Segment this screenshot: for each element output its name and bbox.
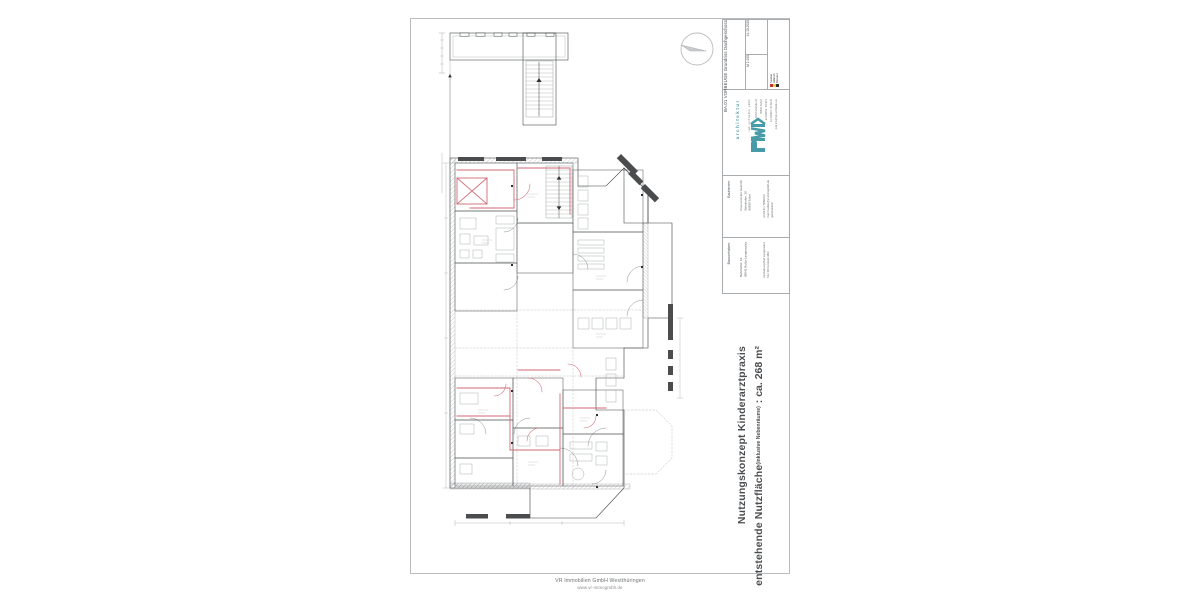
scale-cell: M 1:100 bbox=[746, 55, 767, 90]
usage-concept-caption: Nutzungskonzept Kinderarztpraxis entsteh… bbox=[736, 346, 786, 586]
bauherren-lines: Frau und Herr Heinrich Bahnhofstr. 20 99… bbox=[739, 180, 752, 211]
caption-line-2-main: entstehende Nutzfläche bbox=[753, 464, 765, 586]
rwk-logo-icon bbox=[750, 117, 766, 152]
legend-cell: Neubau Abbruch Bestand bbox=[768, 20, 789, 89]
bauherren-line-3: 99830 Erfurt bbox=[747, 194, 752, 211]
date-scale-cell: 14.10.2020 M 1:100 bbox=[746, 20, 768, 89]
title-block: BA.01 VORBEUGE Grundriss Dachgeschoss 14… bbox=[722, 19, 790, 294]
legend-item-bestand: Bestand bbox=[776, 24, 779, 87]
new-construction-lower bbox=[456, 369, 607, 485]
drawing-scale: M 1:100 bbox=[746, 54, 750, 67]
footer-company: VR Immobilien GmbH Westthüringen bbox=[555, 578, 645, 584]
plan-main-body bbox=[449, 154, 673, 519]
plan-upper-wing bbox=[448, 32, 569, 159]
door-swings bbox=[469, 217, 644, 485]
floor-plan-drawing bbox=[438, 32, 684, 527]
bauvorhaben-contact-2: Flur 08 Flurstück 36/3 bbox=[766, 251, 770, 278]
logo-word: architektur bbox=[735, 99, 740, 140]
dimension-chains bbox=[442, 162, 684, 527]
room-label-marks bbox=[477, 193, 607, 466]
logo-address-3: tel 036923 / 80 88 0 bbox=[765, 99, 768, 121]
architect-logo-block: architektur rwk architektur gmbh Bahnhof… bbox=[723, 90, 789, 176]
page-footer: VR Immobilien GmbH Westthüringen www.vr-… bbox=[0, 578, 1200, 590]
bauherren-contact-3: gerd.heinrich bbox=[770, 201, 774, 218]
project-title-cell: BA.01 VORBEUGE Grundriss Dachgeschoss bbox=[723, 20, 746, 112]
footer-website: www.vr-immogmbh.de bbox=[577, 585, 623, 590]
legend-label-bestand: Bestand bbox=[776, 73, 779, 83]
bauherren-label: Bauherren: bbox=[727, 180, 731, 198]
logo-address-2: 99830 Treffurt bbox=[760, 99, 763, 114]
bauvorhaben-line-2: 99842 Ruhla-Langensalza bbox=[743, 242, 748, 278]
bauvorhaben-label: Bauvorhaben: bbox=[727, 242, 731, 265]
caption-line-2-superscript: (inklusive Nebenräume) bbox=[756, 406, 762, 465]
bauherren-block: Bauherren: Frau und Herr Heinrich Bahnho… bbox=[723, 176, 789, 238]
logo-address-4: fax 036923 / 80 88 20 bbox=[770, 99, 773, 123]
new-doors-lower bbox=[493, 363, 597, 442]
legend-list: Neubau Abbruch Bestand bbox=[770, 23, 779, 87]
furniture-lower bbox=[459, 357, 617, 481]
dimension-chain-top bbox=[438, 32, 446, 194]
title-block-header: BA.01 VORBEUGE Grundriss Dachgeschoss 14… bbox=[723, 20, 789, 112]
interior-stair bbox=[545, 165, 573, 219]
window-fills-bay bbox=[616, 154, 660, 203]
window-fills-right bbox=[668, 304, 673, 391]
legend-swatch-bestand bbox=[776, 84, 779, 87]
bauvorhaben-lines: Bahnhofstr. 10 99842 Ruhla-Langensalza bbox=[739, 242, 748, 277]
logo-tagline: rwk architektur gmbh bbox=[748, 99, 751, 132]
caption-line-1: Nutzungskonzept Kinderarztpraxis bbox=[736, 346, 748, 525]
bauvorhaben-contact: Gemarkung Bad Langensalza Flur 08 Flurst… bbox=[763, 242, 771, 278]
reference-lines bbox=[454, 162, 644, 489]
caption-line-2-tail: : ca. 268 m² bbox=[753, 346, 765, 407]
window-fills-top bbox=[458, 157, 562, 161]
bauvorhaben-block: Bauvorhaben: Bahnhofstr. 10 99842 Ruhla-… bbox=[723, 238, 789, 295]
date-cell: 14.10.2020 bbox=[746, 20, 767, 55]
drawing-date: 14.10.2020 bbox=[746, 20, 750, 37]
bauherren-contact: tel 03 61 / 5660010 mail m.wilke@vr-immo… bbox=[763, 180, 775, 218]
section-markers bbox=[511, 185, 643, 488]
window-fills-bottom bbox=[466, 514, 530, 519]
logo-address-5: mail info@rwk-architektur.de bbox=[775, 99, 778, 130]
new-construction-upper bbox=[456, 167, 571, 215]
furniture-mid bbox=[577, 175, 632, 330]
logo-address-1: Bahnhofstraße 20 bbox=[755, 99, 758, 119]
north-arrow-icon bbox=[680, 32, 714, 66]
furniture-upper bbox=[459, 215, 515, 263]
